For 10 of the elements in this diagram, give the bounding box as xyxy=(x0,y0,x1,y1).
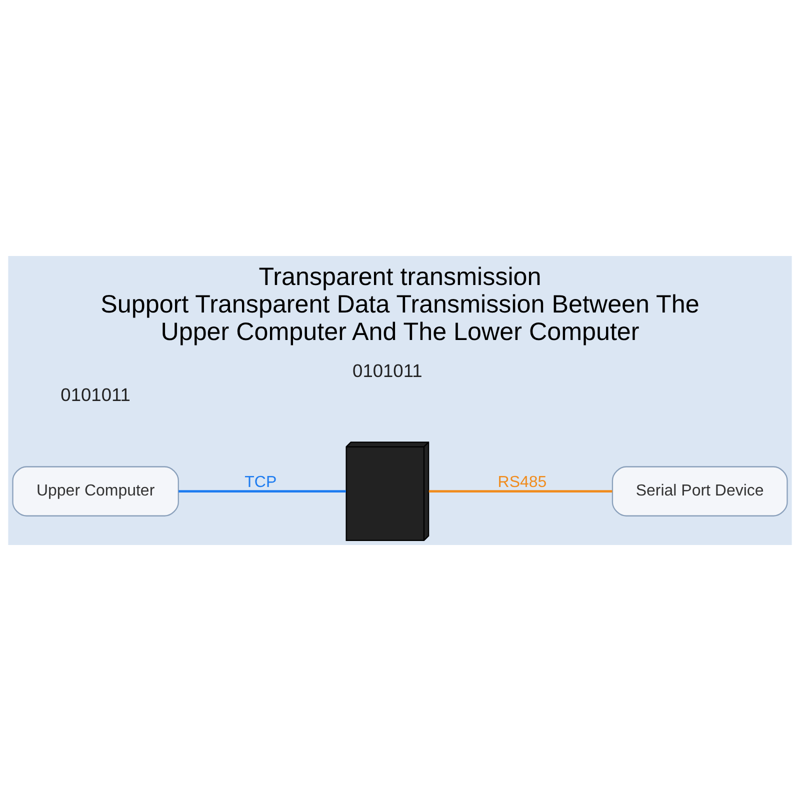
node-box: Serial Port Device xyxy=(612,466,788,516)
label: 0101011 xyxy=(60,383,130,404)
label: 0101011 xyxy=(352,359,422,380)
caption: Support Transparent Data Transmission Between The Upper Computer And The Lower Computer xyxy=(100,290,700,346)
edge-label: TCP xyxy=(244,473,277,490)
connector xyxy=(178,490,346,492)
node-box: Upper Computer xyxy=(12,466,179,516)
connector xyxy=(428,490,612,492)
diagram-title: Transparent transmission xyxy=(258,262,542,291)
edge-label: RS485 xyxy=(498,473,547,490)
